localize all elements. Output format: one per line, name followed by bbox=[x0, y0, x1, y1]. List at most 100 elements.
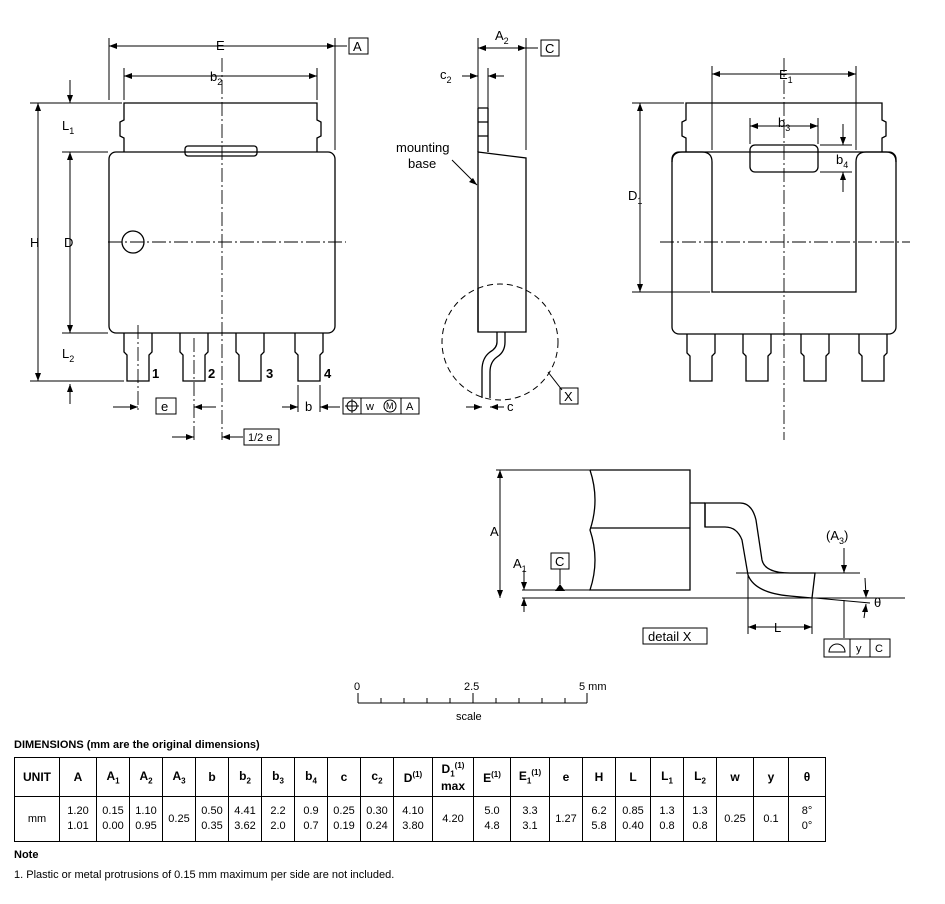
detail-dim-L-label: L bbox=[774, 620, 781, 635]
detail-X-view: A A1 C (A3) θ L detail X bbox=[490, 469, 905, 658]
note-text: 1. Plastic or metal protrusions of 0.15 … bbox=[14, 869, 395, 881]
dim-b-label: b bbox=[305, 399, 312, 414]
mounting-base-label-2: base bbox=[408, 156, 436, 171]
dim-value-cell: 0.25 bbox=[716, 796, 754, 842]
back-leads bbox=[686, 334, 888, 382]
dim-header-cell: UNIT bbox=[14, 757, 60, 797]
svg-text:w: w bbox=[365, 401, 374, 413]
side-lead-outline bbox=[481, 332, 506, 398]
scale-tick-0: 0 bbox=[354, 681, 360, 693]
detail-X-title: detail X bbox=[648, 629, 692, 644]
dim-E1-label: E1 bbox=[779, 67, 793, 85]
dim-header-cell: y bbox=[753, 757, 789, 797]
dim-value-cell: 1.27 bbox=[549, 796, 583, 842]
dim-header-cell: L1 bbox=[650, 757, 684, 797]
svg-text:C: C bbox=[875, 643, 883, 655]
detail-dim-A-label: A bbox=[490, 524, 499, 539]
mounting-base-label-1: mounting bbox=[396, 140, 449, 155]
side-view: A2 C c2 X mounting base c bbox=[396, 28, 579, 414]
dim-b4-label: b4 bbox=[836, 152, 848, 170]
detail-datum-C-label: C bbox=[555, 554, 564, 569]
dim-header-cell: b3 bbox=[261, 757, 295, 797]
dim-b2-label: b2 bbox=[210, 69, 222, 87]
dim-value-cell: 0.25 bbox=[162, 796, 196, 842]
dim-header-cell: D(1) bbox=[393, 757, 433, 797]
front-tab-slot bbox=[184, 145, 258, 157]
dim-L2-label: L2 bbox=[62, 346, 74, 364]
back-view: E1 b3 b4 D1 bbox=[628, 58, 910, 440]
dim-header-cell: A1 bbox=[96, 757, 130, 797]
svg-text:A: A bbox=[406, 401, 414, 413]
detail-dim-A1-label: A1 bbox=[513, 556, 527, 574]
max-material-symbol-icon bbox=[383, 399, 397, 413]
dim-header-cell: L2 bbox=[683, 757, 717, 797]
scale-tick-5mm: 5 mm bbox=[579, 681, 607, 693]
side-body-outline bbox=[477, 151, 527, 333]
scale-tick-2-5: 2.5 bbox=[464, 681, 479, 693]
position-tolerance-frame: w M A bbox=[342, 397, 420, 415]
dim-header-cell: b4 bbox=[294, 757, 328, 797]
pin-number-2: 2 bbox=[208, 366, 215, 381]
dim-value-cell: 0.1 bbox=[753, 796, 789, 842]
dim-half-e-label: 1/2 e bbox=[248, 432, 272, 444]
dim-header-cell: D1(1)max bbox=[432, 757, 474, 797]
dim-b3-label: b3 bbox=[778, 115, 790, 133]
dim-header-cell: A2 bbox=[129, 757, 163, 797]
dim-header-cell: E(1) bbox=[473, 757, 511, 797]
profile-surface-icon bbox=[828, 643, 846, 653]
detail-X-ref-label: X bbox=[564, 389, 573, 404]
dim-L1-label: L1 bbox=[62, 118, 74, 136]
dim-D-label: D bbox=[64, 235, 73, 250]
note-heading: Note bbox=[14, 849, 39, 861]
detail-X-circle bbox=[441, 283, 559, 401]
dim-A2-label: A2 bbox=[495, 28, 509, 46]
pin-number-4: 4 bbox=[324, 366, 332, 381]
front-view: E A b2 H L1 D L2 1 2 3 bbox=[30, 37, 420, 446]
dim-header-cell: A bbox=[59, 757, 97, 797]
datum-A-label: A bbox=[353, 39, 362, 54]
dim-header-cell: c2 bbox=[360, 757, 394, 797]
front-tab-outline bbox=[119, 102, 322, 152]
scale-bar: 0 2.5 5 mm scale bbox=[354, 681, 607, 723]
dim-D1-label: D1 bbox=[628, 188, 642, 206]
dim-c-label: c bbox=[507, 399, 514, 414]
dim-c2-label: c2 bbox=[440, 67, 452, 85]
dim-header-cell: θ bbox=[788, 757, 826, 797]
dim-header-cell: e bbox=[549, 757, 583, 797]
dim-value-cell: 8°0° bbox=[788, 796, 826, 842]
package-outline-drawing: E A b2 H L1 D L2 1 2 3 bbox=[30, 28, 910, 723]
dim-value-cell: mm bbox=[14, 796, 60, 842]
detail-theta-label: θ bbox=[874, 595, 881, 610]
dimensions-title: DIMENSIONS (mm are the original dimensio… bbox=[14, 739, 260, 751]
detail-lead-outline bbox=[704, 502, 816, 599]
dim-header-cell: E1(1) bbox=[510, 757, 550, 797]
dim-header-cell: A3 bbox=[162, 757, 196, 797]
datum-C-label: C bbox=[545, 41, 554, 56]
svg-text:M: M bbox=[386, 401, 394, 411]
dim-header-cell: w bbox=[716, 757, 754, 797]
coplanarity-tolerance-frame: y C bbox=[823, 638, 891, 658]
dim-E-label: E bbox=[216, 38, 225, 53]
dim-header-cell: H bbox=[582, 757, 616, 797]
dim-H-label: H bbox=[30, 235, 39, 250]
pin-number-3: 3 bbox=[266, 366, 273, 381]
svg-text:y: y bbox=[856, 643, 862, 655]
dim-header-cell: c bbox=[327, 757, 361, 797]
dim-header-cell: b2 bbox=[228, 757, 262, 797]
